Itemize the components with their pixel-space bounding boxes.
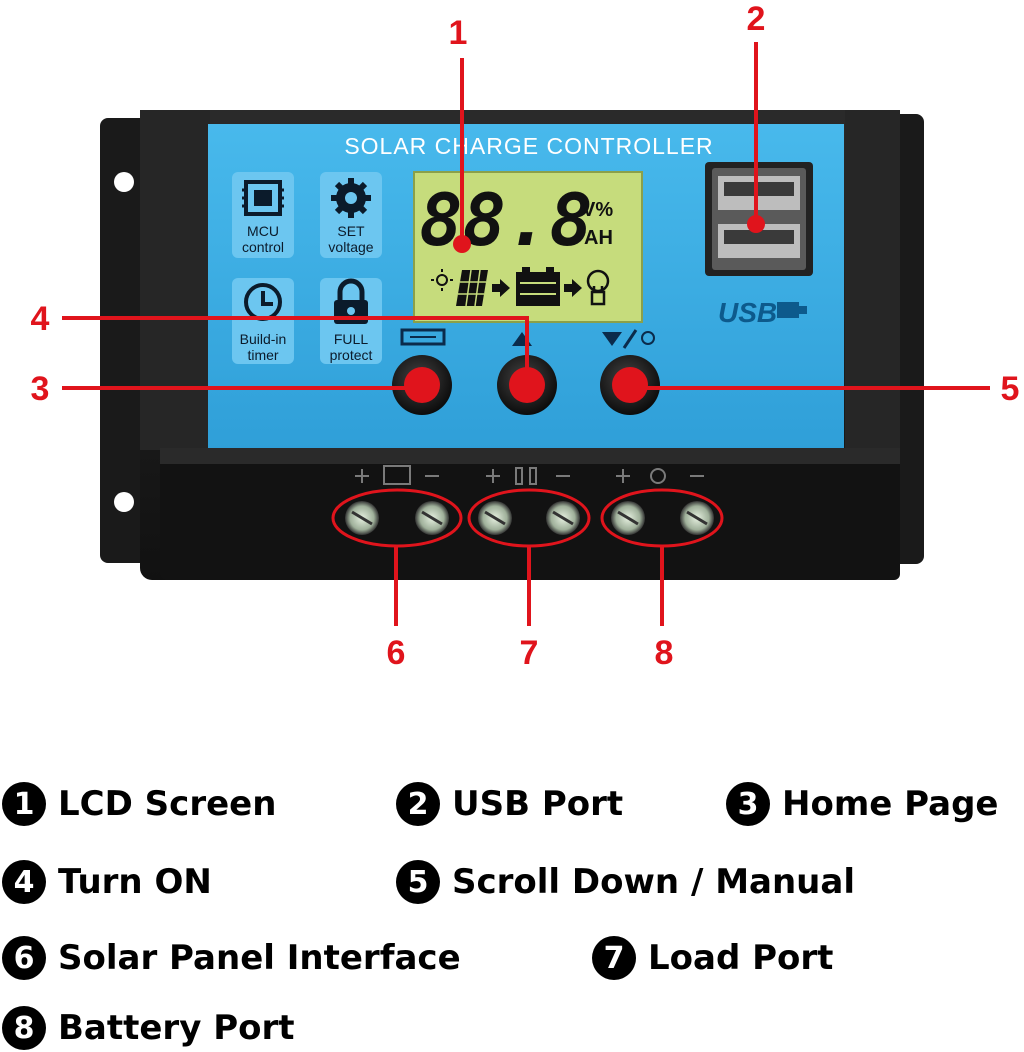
legend-item-load-port: 7 Load Port <box>592 934 833 982</box>
battery-port-terminals[interactable] <box>611 501 714 535</box>
legend-item-lcd-screen: 1 LCD Screen <box>2 780 276 828</box>
down-manual-icon <box>602 329 655 349</box>
home-page-icon <box>400 328 446 346</box>
callout-number-8: 8 <box>655 634 674 672</box>
usb-plug-icon <box>777 302 807 318</box>
feature-build-in-timer: Build-in timer <box>232 278 294 364</box>
controller-diagram: SOLAR CHARGE CONTROLLER MCU control <box>31 0 1020 672</box>
arrow-icon <box>564 279 582 297</box>
legend-item-home-page: 3 Home Page <box>726 780 998 828</box>
legend-label: Turn ON <box>58 862 212 902</box>
load-port-terminals[interactable] <box>478 501 580 535</box>
chip-icon <box>242 180 284 216</box>
legend-item-battery-port: 8 Battery Port <box>2 1004 295 1052</box>
callout-number-6: 6 <box>387 634 406 672</box>
callout-number-5: 5 <box>1001 370 1020 408</box>
feature-line2: timer <box>247 347 278 363</box>
feature-line1: SET <box>337 223 365 239</box>
legend: 1 LCD Screen 2 USB Port 3 Home Page 4 Tu… <box>0 760 1024 1051</box>
feature-full-protect: FULL protect <box>320 278 382 364</box>
feature-line2: control <box>242 239 284 255</box>
legend-label: USB Port <box>452 784 624 824</box>
battery-icon <box>516 267 560 306</box>
legend-item-turn-on: 4 Turn ON <box>2 858 212 906</box>
callout-lines <box>62 42 990 626</box>
callout-number-2: 2 <box>747 0 766 38</box>
callout-number-3: 3 <box>31 370 50 408</box>
feature-line2: protect <box>330 347 373 363</box>
lcd-unit-top: V% <box>582 199 613 221</box>
callout-number-1: 1 <box>449 14 468 52</box>
legend-label: Home Page <box>782 784 999 824</box>
feature-set-voltage: SET voltage <box>320 172 382 258</box>
legend-number: 1 <box>2 782 46 826</box>
feature-line1: MCU <box>247 223 279 239</box>
callout-number-7: 7 <box>520 634 539 672</box>
legend-number: 2 <box>396 782 440 826</box>
legend-number: 8 <box>2 1006 46 1050</box>
usb-label: USB <box>718 297 777 328</box>
legend-item-scroll-down: 5 Scroll Down / Manual <box>396 858 855 906</box>
legend-number: 6 <box>2 936 46 980</box>
panel-title: SOLAR CHARGE CONTROLLER <box>344 133 713 159</box>
legend-number: 4 <box>2 860 46 904</box>
terminal-block <box>160 448 900 580</box>
lcd-digits: 88.8 <box>419 178 592 262</box>
legend-item-usb-port: 2 USB Port <box>396 780 623 828</box>
legend-label: Scroll Down / Manual <box>452 862 855 902</box>
scroll-down-button[interactable] <box>600 355 660 415</box>
gear-icon <box>331 178 371 218</box>
solar-panel-icon <box>456 269 488 307</box>
legend-label: Battery Port <box>58 1008 295 1048</box>
legend-number: 3 <box>726 782 770 826</box>
legend-label: LCD Screen <box>58 784 277 824</box>
feature-mcu-control: MCU control <box>232 172 294 258</box>
solar-panel-terminals[interactable] <box>345 501 449 535</box>
usb-port[interactable]: USB <box>705 162 813 328</box>
legend-label: Load Port <box>648 938 834 978</box>
legend-number: 7 <box>592 936 636 980</box>
home-page-button[interactable] <box>392 355 452 415</box>
feature-line1: FULL <box>334 331 368 347</box>
legend-number: 5 <box>396 860 440 904</box>
callout-number-4: 4 <box>31 300 50 338</box>
lcd-screen: 88.8 V% AH <box>413 171 643 323</box>
sun-icon <box>431 269 453 291</box>
feature-line1: Build-in <box>240 331 287 347</box>
lcd-unit-bottom: AH <box>584 227 613 249</box>
legend-item-solar-panel-interface: 6 Solar Panel Interface <box>2 934 461 982</box>
arrow-icon <box>492 279 510 297</box>
bulb-icon <box>586 269 610 306</box>
legend-label: Solar Panel Interface <box>58 938 461 978</box>
feature-line2: voltage <box>328 239 373 255</box>
